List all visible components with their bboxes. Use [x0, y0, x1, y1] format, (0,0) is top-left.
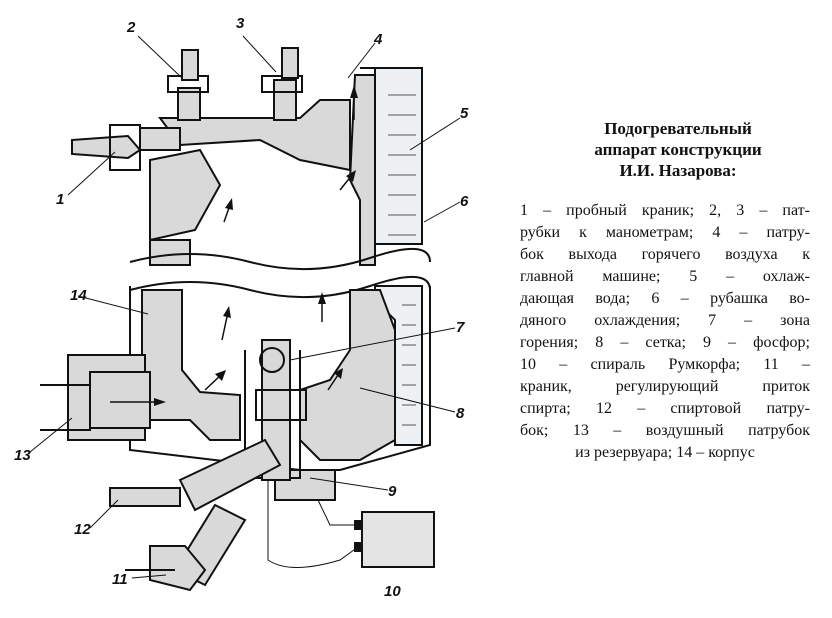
caption-line: дающая вода; 6 – рубашка во-: [520, 290, 810, 307]
title-line: И.И. Назарова:: [619, 161, 737, 180]
callout-11: 11: [112, 571, 128, 588]
spark-wires: [267, 480, 359, 568]
callout-3: 3: [236, 15, 245, 32]
rumkorf-coil: [354, 511, 435, 568]
flow-arrows: [110, 85, 358, 406]
title-line: аппарат конструкции: [594, 140, 762, 159]
caption-line: дяного охлаждения; 7 – зона: [520, 312, 810, 329]
caption-line: 1 – пробный краник; 2, 3 – пат-: [520, 202, 810, 219]
air-inlet-pipe: [40, 354, 151, 441]
trial-cock: [71, 124, 181, 171]
caption-line: горения; 8 – сетка; 9 – фосфор;: [520, 334, 810, 351]
title-line: Подогревательный: [604, 119, 752, 138]
callout-5: 5: [460, 105, 469, 122]
body-lower: [129, 286, 431, 501]
callout-12: 12: [74, 521, 91, 538]
break-lines: [129, 247, 431, 299]
legend-caption: 1 – пробный краник; 2, 3 – пат- рубки к …: [520, 200, 810, 464]
callout-8: 8: [456, 405, 465, 422]
water-lines: [388, 94, 416, 426]
caption-line: спирта; 12 – спиртовой патру-: [520, 400, 810, 417]
callouts: 1 2 3 4 5 6 7 8 9 10 11 12 13 14: [14, 15, 469, 600]
caption-line: главной машине; 5 – охлаж-: [520, 268, 810, 285]
callout-14: 14: [70, 287, 87, 304]
callout-4: 4: [373, 31, 383, 48]
callout-13: 13: [14, 447, 31, 464]
callout-7: 7: [456, 319, 465, 336]
caption-line: рубки к манометрам; 4 – патру-: [520, 224, 810, 241]
caption-line: краник, регулирующий приток: [520, 378, 810, 395]
caption-line: 10 – спираль Румкорфа; 11 –: [520, 356, 810, 373]
callout-2: 2: [126, 19, 136, 36]
callout-10: 10: [384, 583, 401, 600]
spirit-pipe: [109, 438, 282, 592]
caption-line: из резервуара; 14 – корпус: [575, 444, 755, 461]
callout-9: 9: [388, 483, 397, 500]
callout-6: 6: [460, 193, 469, 210]
caption-line: бок выхода горячего воздуха к: [520, 246, 810, 263]
leader-lines: [29, 35, 461, 579]
callout-1: 1: [56, 191, 64, 208]
diagram-title: Подогревательный аппарат конструкции И.И…: [548, 118, 808, 181]
caption-line: бок; 13 – воздушный патрубок: [520, 422, 810, 439]
body-upper: [149, 47, 376, 266]
